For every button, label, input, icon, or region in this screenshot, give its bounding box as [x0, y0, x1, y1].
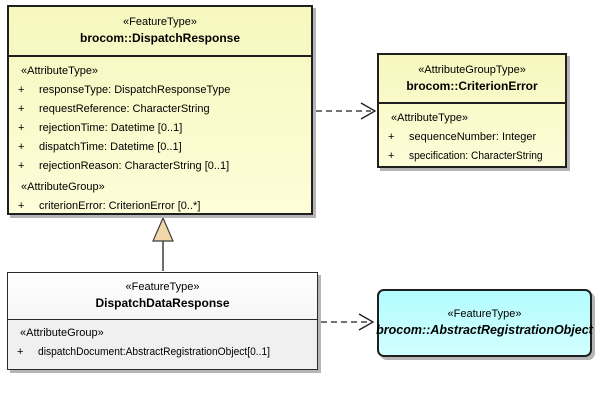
- class-title: «FeatureType» DispatchDataResponse: [8, 273, 317, 320]
- attribute-group-heading: «AttributeGroup»: [20, 327, 104, 339]
- class-name: DispatchDataResponse: [95, 296, 230, 310]
- attribute-row: + requestReference: CharacterString: [9, 100, 311, 119]
- attribute-row: + sequenceNumber: Integer: [379, 128, 565, 147]
- stereotype-label: «FeatureType»: [125, 281, 200, 293]
- visibility-symbol: +: [18, 103, 25, 115]
- class-title: «AttributeGroupType» brocom::CriterionEr…: [379, 55, 565, 104]
- class-name: brocom::DispatchResponse: [79, 31, 241, 45]
- attribute-row: + dispatchTime: Datetime [0..1]: [9, 138, 311, 157]
- visibility-symbol: +: [388, 131, 395, 143]
- class-name: brocom::AbstractRegistrationObject: [376, 323, 593, 337]
- attribute-text: rejectionReason: CharacterString [0..1]: [39, 160, 230, 172]
- visibility-symbol: +: [18, 141, 25, 153]
- stereotype-label: «AttributeGroupType»: [418, 63, 526, 76]
- attribute-text: criterionError: CriterionError [0..*]: [39, 200, 201, 212]
- generalization-connector[interactable]: [152, 216, 174, 271]
- attribute-text: dispatchTime: Datetime [0..1]: [39, 141, 182, 153]
- attribute-row: + rejectionTime: Datetime [0..1]: [9, 119, 311, 138]
- attribute-text: responseType: DispatchResponseType: [39, 84, 231, 96]
- generalization-arrowhead-icon: [152, 216, 174, 242]
- dependency-connector-abstract-registration-object[interactable]: [321, 313, 375, 331]
- attribute-text: specification: CharacterString: [409, 150, 543, 162]
- stereotype-label: «FeatureType»: [447, 308, 522, 320]
- class-name: brocom::CriterionError: [406, 78, 538, 93]
- attribute-row: + rejectionReason: CharacterString [0..1…: [9, 157, 311, 176]
- attribute-row: + responseType: DispatchResponseType: [9, 81, 311, 100]
- class-box-dispatch-data-response[interactable]: «FeatureType» DispatchDataResponse «Attr…: [7, 272, 318, 370]
- dependency-connector-criterion-error[interactable]: [316, 102, 377, 120]
- dependency-arrowhead-icon: [358, 313, 375, 331]
- visibility-symbol: +: [388, 150, 395, 162]
- attribute-text: dispatchDocument:AbstractRegistrationObj…: [38, 346, 271, 358]
- attribute-row: + specification: CharacterString: [379, 147, 565, 166]
- class-box-abstract-registration-object[interactable]: «FeatureType» brocom::AbstractRegistrati…: [376, 289, 593, 357]
- visibility-symbol: +: [18, 200, 25, 212]
- attributes-compartment: «AttributeType» + responseType: Dispatch…: [9, 57, 311, 216]
- attribute-row: + dispatchDocument:AbstractRegistrationO…: [8, 343, 317, 362]
- visibility-symbol: +: [18, 160, 25, 172]
- visibility-symbol: +: [17, 346, 24, 358]
- attribute-type-heading: «AttributeType»: [391, 112, 469, 124]
- attribute-type-heading: «AttributeType»: [21, 65, 99, 77]
- attribute-text: rejectionTime: Datetime [0..1]: [39, 122, 183, 134]
- attribute-group-heading: «AttributeGroup»: [21, 181, 105, 193]
- class-box-dispatch-response[interactable]: «FeatureType» brocom::DispatchResponse «…: [7, 5, 313, 215]
- dependency-arrowhead-icon: [360, 102, 377, 120]
- attribute-text: sequenceNumber: Integer: [409, 131, 537, 143]
- visibility-symbol: +: [18, 122, 25, 134]
- attributes-compartment: «AttributeType» + sequenceNumber: Intege…: [379, 104, 565, 166]
- attributes-compartment: «AttributeGroup» + dispatchDocument:Abst…: [8, 320, 317, 362]
- class-box-criterion-error[interactable]: «AttributeGroupType» brocom::CriterionEr…: [377, 53, 567, 168]
- class-title: «FeatureType» brocom::DispatchResponse: [9, 7, 311, 57]
- visibility-symbol: +: [18, 84, 25, 96]
- stereotype-label: «FeatureType»: [123, 16, 197, 28]
- attribute-text: requestReference: CharacterString: [39, 103, 210, 115]
- attribute-row: + criterionError: CriterionError [0..*]: [9, 197, 311, 216]
